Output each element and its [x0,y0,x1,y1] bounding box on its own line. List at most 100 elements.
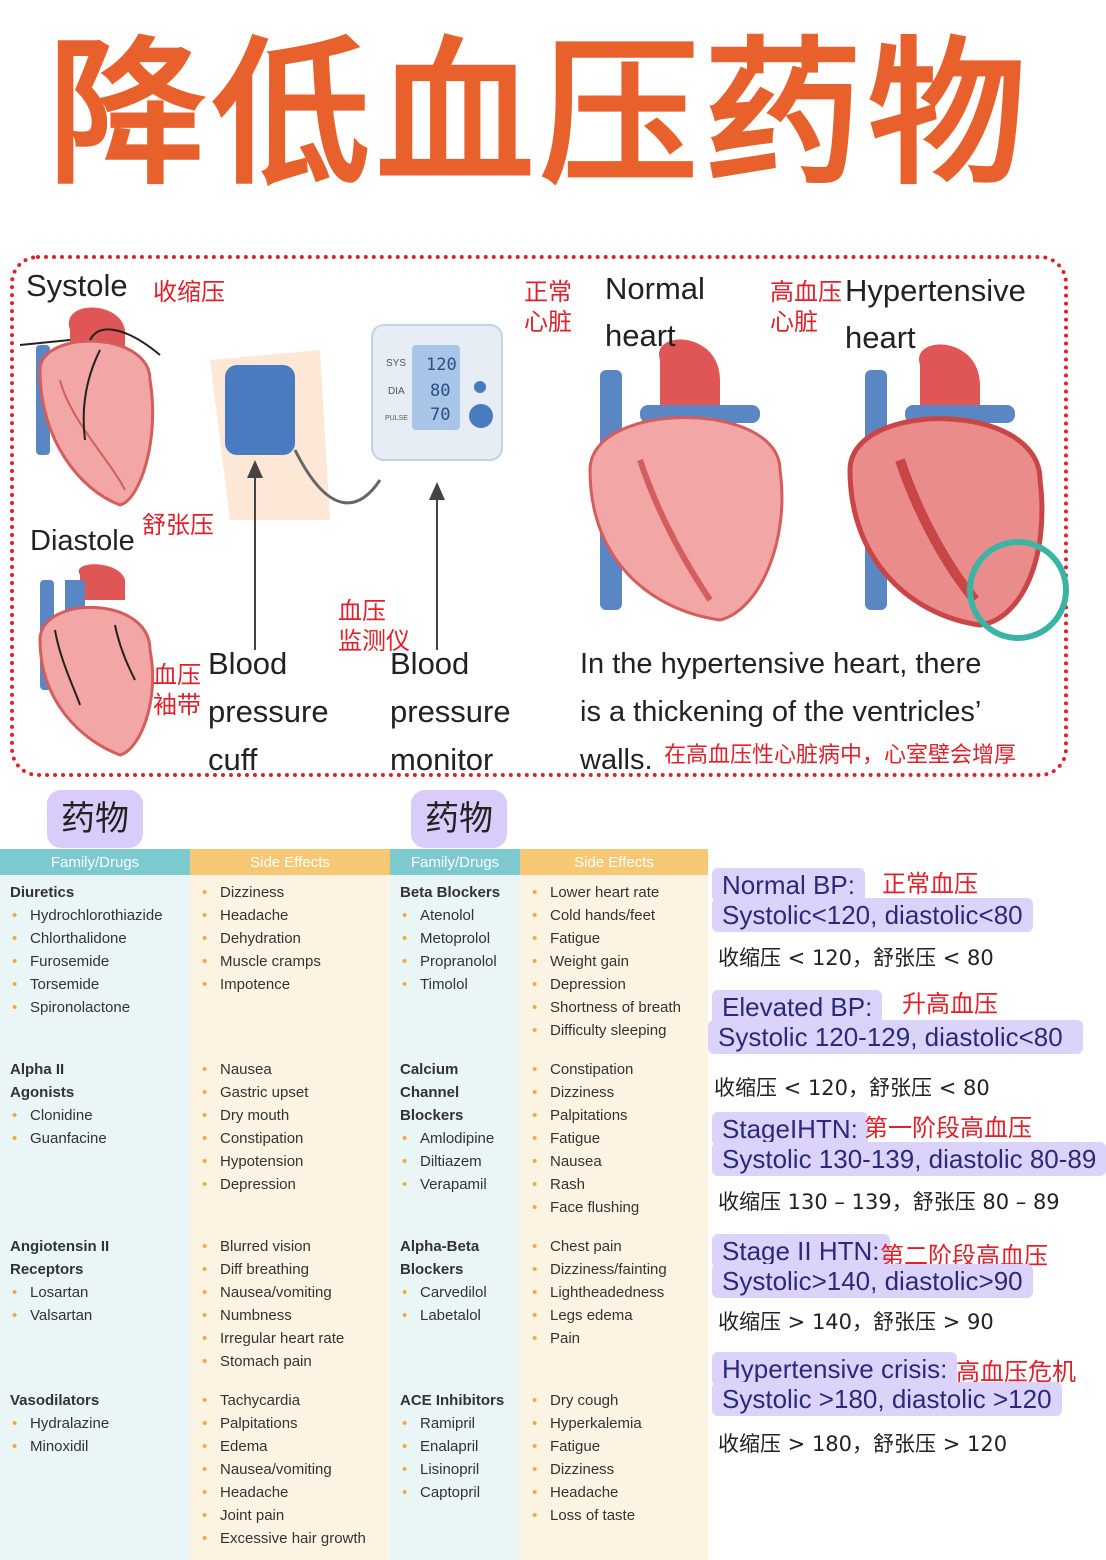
hypertensive-heart-label-1: Hypertensive [845,273,1026,308]
side-effects-cell: Dry coughHyperkalemiaFatigueDizzinessHea… [520,1383,708,1560]
drug-family-cell: ACE InhibitorsRamiprilEnalaprilLisinopri… [390,1383,520,1560]
side-effect-item: Depression [530,973,704,996]
hypertensive-heart-image [847,344,1069,641]
drug-category: Calcium Channel Blockers [400,1061,464,1124]
drug-family-cell: VasodilatorsHydralazineMinoxidil [0,1383,190,1560]
monitor-label-2: pressure [390,694,511,729]
drug-family-cell: Calcium Channel BlockersAmlodipineDiltia… [390,1052,520,1229]
drug-category: Alpha-Beta Blockers [400,1238,480,1278]
side-effect-item: Joint pain [200,1504,386,1527]
bp-crisis-range: Systolic >180, diastolic >120 [712,1382,1062,1416]
cuff-cn-label-2: 袖带 [153,691,201,719]
side-effect-item: Gastric upset [200,1081,386,1104]
side-effect-item: Dry cough [530,1389,704,1412]
drug-name: Chlorthalidone [10,927,186,950]
drug-category: ACE Inhibitors [400,1392,505,1409]
drug-family-cell: Angiotensin II ReceptorsLosartanValsarta… [0,1229,190,1383]
side-effect-item: Depression [200,1173,386,1196]
bp-panel: Normal BP: 正常血压 Systolic<120, diastolic<… [708,864,1106,1524]
bp-stage1-title: StageIHTN: [712,1112,868,1146]
side-effect-item: Headache [200,1481,386,1504]
header-family-right: Family/Drugs [390,849,520,875]
bp-elevated-title: Elevated BP: [712,990,883,1024]
monitor-cn-label-2: 监测仪 [338,627,410,655]
table-row: DiureticsHydrochlorothiazideChlorthalido… [0,875,708,1052]
bp-normal-note: 收缩压 < 120，舒张压 < 80 [718,946,994,970]
diastole-label: Diastole [30,525,135,557]
normal-heart-label-1: Normal [605,271,705,306]
drug-name: Hydrochlorothiazide [10,904,186,927]
bp-normal-range: Systolic<120, diastolic<80 [712,898,1033,932]
side-effect-item: Lightheadedness [530,1281,704,1304]
drug-pill-left: 药物 [47,790,143,848]
caption-line-3: walls. [580,744,653,776]
header-family-left: Family/Drugs [0,849,190,875]
monitor-label-1: Blood [390,646,470,681]
side-effect-item: Nausea [200,1058,386,1081]
systole-label: Systole [26,268,128,303]
drug-name: Verapamil [400,1173,516,1196]
drug-family-cell: Alpha-Beta BlockersCarvedilolLabetalol [390,1229,520,1383]
side-effect-item: Fatigue [530,1127,704,1150]
drug-name: Furosemide [10,950,186,973]
side-effect-item: Face flushing [530,1196,704,1219]
bp-elevated-range: Systolic 120-129, diastolic<80 [708,1020,1083,1054]
drug-category: Diuretics [10,884,75,901]
drug-name: Clonidine [10,1104,186,1127]
bp-stage2-range: Systolic>140, diastolic>90 [712,1264,1033,1298]
header-side-left: Side Effects [190,849,390,875]
diastole-heart-image [38,564,155,757]
side-effects-cell: DizzinessHeadacheDehydrationMuscle cramp… [190,875,390,1052]
side-effect-item: Edema [200,1435,386,1458]
side-effect-item: Tachycardia [200,1389,386,1412]
bp-crisis-cn: 高血压危机 [956,1358,1076,1386]
drug-family-cell: Beta BlockersAtenololMetoprololPropranol… [390,875,520,1052]
side-effect-item: Dry mouth [200,1104,386,1127]
drug-name: Atenolol [400,904,516,927]
side-effect-item: Dizziness/fainting [530,1258,704,1281]
side-effect-item: Stomach pain [200,1350,386,1373]
side-effects-cell: Chest painDizziness/faintingLightheadedn… [520,1229,708,1383]
side-effect-item: Nausea/vomiting [200,1281,386,1304]
monitor-sys-label: SYS [386,358,407,369]
monitor-dia-label: DIA [388,386,405,397]
drug-name: Propranolol [400,950,516,973]
side-effect-item: Excessive hair growth [200,1527,386,1550]
side-effect-item: Cold hands/feet [530,904,704,927]
normal-cn-label-2: 心脏 [524,308,572,336]
side-effects-cell: ConstipationDizzinessPalpitationsFatigue… [520,1052,708,1229]
side-effect-item: Pain [530,1327,704,1350]
hypertensive-heart-label-2: heart [845,320,916,355]
drug-name: Minoxidil [10,1435,186,1458]
side-effect-item: Lower heart rate [530,881,704,904]
side-effect-item: Hyperkalemia [530,1412,704,1435]
illustration-graphics [19,307,1069,757]
caption-line-2: is a thickening of the ventricles’ [580,696,982,728]
drug-category: Alpha II Agonists [10,1061,75,1101]
drug-name: Captopril [400,1481,516,1504]
drug-name: Losartan [10,1281,186,1304]
drug-pill-right: 药物 [411,790,507,848]
side-effect-item: Constipation [530,1058,704,1081]
bp-stage2-title: Stage II HTN: [712,1234,890,1268]
side-effects-cell: TachycardiaPalpitationsEdemaNausea/vomit… [190,1383,390,1560]
side-effect-item: Dizziness [200,881,386,904]
drug-name: Amlodipine [400,1127,516,1150]
drug-name: Valsartan [10,1304,186,1327]
hypertensive-cn-label-2: 心脏 [770,308,818,336]
cuff-label-3: cuff [208,742,258,777]
bp-crisis-note: 收缩压 > 180，舒张压 > 120 [718,1432,1008,1456]
side-effects-cell: Blurred visionDiff breathingNausea/vomit… [190,1229,390,1383]
systole-cn-label: 收缩压 [153,278,225,306]
caption-cn: 在高血压性心脏病中，心室壁会增厚 [664,743,1017,768]
drug-name: Torsemide [10,973,186,996]
bp-elevated-cn: 升高血压 [902,990,998,1018]
side-effect-item: Weight gain [530,950,704,973]
side-effect-item: Diff breathing [200,1258,386,1281]
monitor-sys-value: 120 [426,355,457,375]
monitor-cn-label-1: 血压 [338,597,386,625]
side-effect-item: Impotence [200,973,386,996]
drug-category: Vasodilators [10,1392,100,1409]
drug-table: Family/Drugs Side Effects Family/Drugs S… [0,849,708,1560]
bp-stage1-range: Systolic 130-139, diastolic 80-89 [712,1142,1106,1176]
